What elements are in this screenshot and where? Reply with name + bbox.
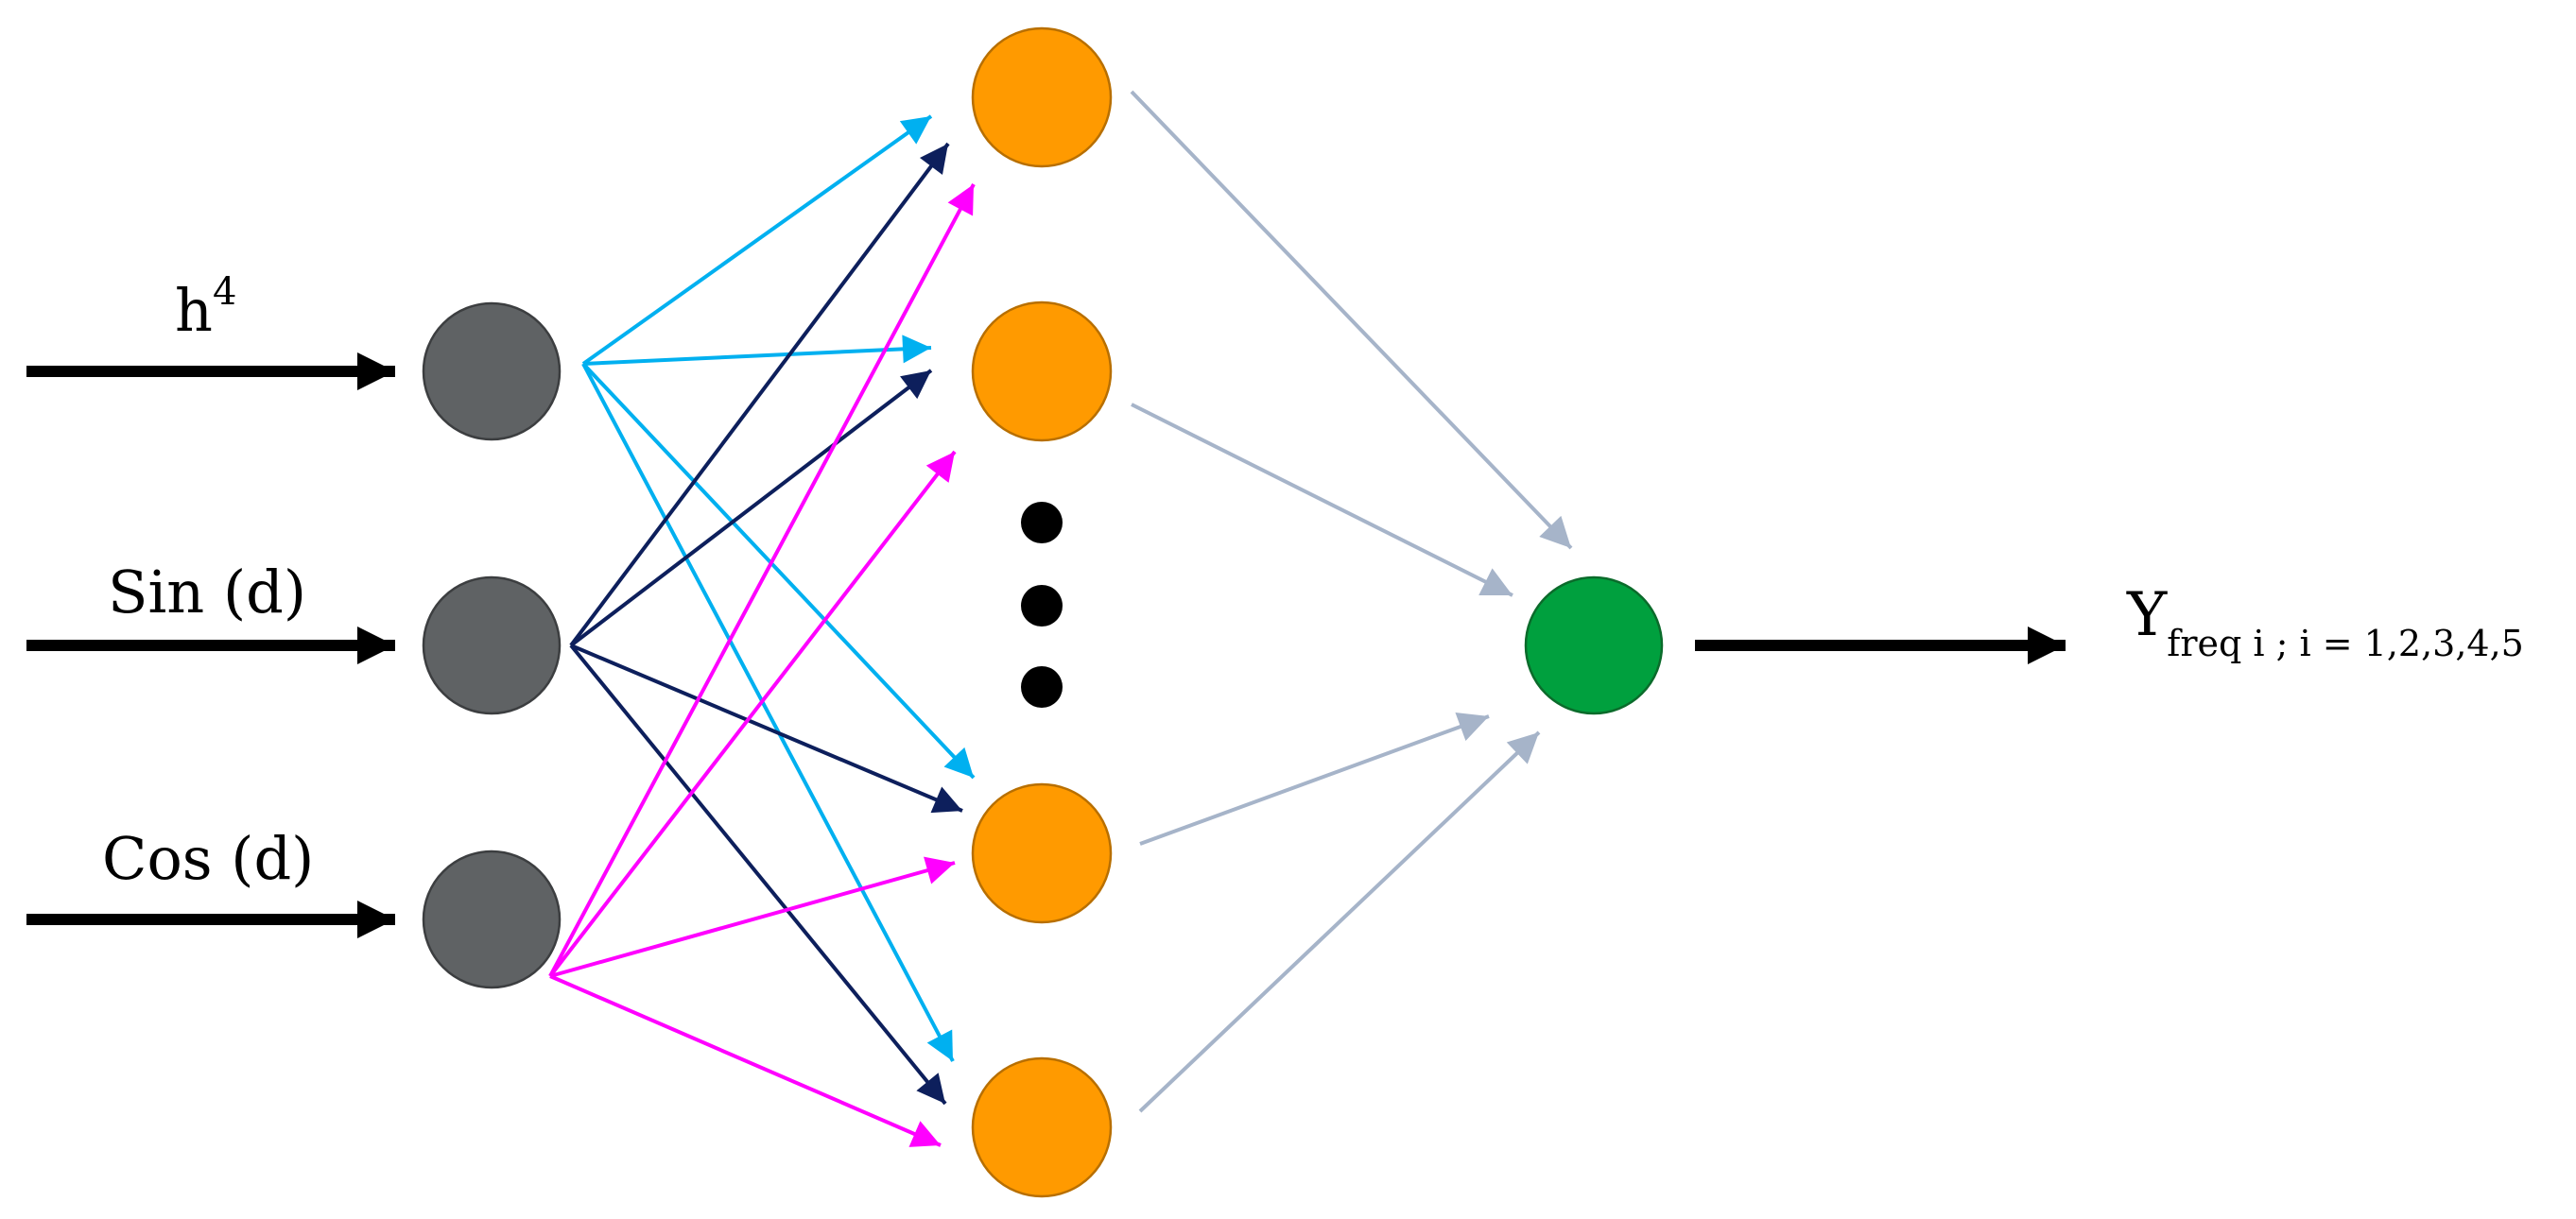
hidden-node-1: [971, 26, 1113, 168]
output-label-main: Y: [2126, 580, 2168, 650]
edge-hidden-4-to-output: [1138, 730, 1541, 1113]
edge-hidden-1-to-output: [1130, 90, 1573, 550]
output-node: [1524, 575, 1664, 715]
edge-h4-to-hidden-4: [581, 363, 955, 1062]
edge-sin-to-hidden-1: [569, 142, 950, 647]
input-label-h4: h4: [175, 270, 236, 345]
edge-cos-to-hidden-2: [548, 450, 957, 978]
edge-hidden-3-to-output: [1139, 712, 1490, 846]
edge-sin-to-hidden-3: [570, 644, 963, 814]
edge-cos-to-hidden-1: [548, 183, 976, 977]
hidden-node-4: [971, 1056, 1113, 1198]
ellipsis-dot-1: [1021, 502, 1063, 543]
edge-cos-to-hidden-4: [549, 974, 942, 1147]
io-arrows-group: [26, 352, 2066, 938]
input-node-cos: [422, 850, 562, 989]
input-label-sin: Sin (d): [108, 558, 306, 627]
edge-h4-to-hidden-1: [581, 114, 933, 366]
input-label-h4-sup: 4: [213, 270, 236, 314]
edge-cos-to-hidden-3: [549, 856, 956, 978]
output-label: Yfreq i ; i = 1,2,3,4,5: [2126, 580, 2524, 664]
connections-group: [548, 90, 1573, 1147]
edge-sin-to-hidden-4: [569, 644, 947, 1106]
input-layer: [422, 301, 562, 989]
input-node-sin: [422, 575, 562, 715]
edge-hidden-2-to-output: [1131, 403, 1513, 597]
hidden-layer: [971, 26, 1113, 1198]
output-layer: [1524, 575, 1664, 715]
ellipsis-dot-2: [1021, 585, 1063, 627]
hidden-node-2: [971, 300, 1113, 442]
output-label-sub: freq i ; i = 1,2,3,4,5: [2167, 623, 2524, 664]
edge-sin-to-hidden-2: [569, 369, 933, 647]
input-label-cos: Cos (d): [102, 824, 314, 893]
input-label-h4-base: h: [175, 276, 213, 345]
edge-h4-to-hidden-3: [581, 362, 976, 780]
edge-h4-to-hidden-2: [582, 335, 932, 366]
hidden-node-3: [971, 782, 1113, 924]
input-node-h4: [422, 301, 562, 441]
ellipsis-dot-3: [1021, 666, 1063, 708]
